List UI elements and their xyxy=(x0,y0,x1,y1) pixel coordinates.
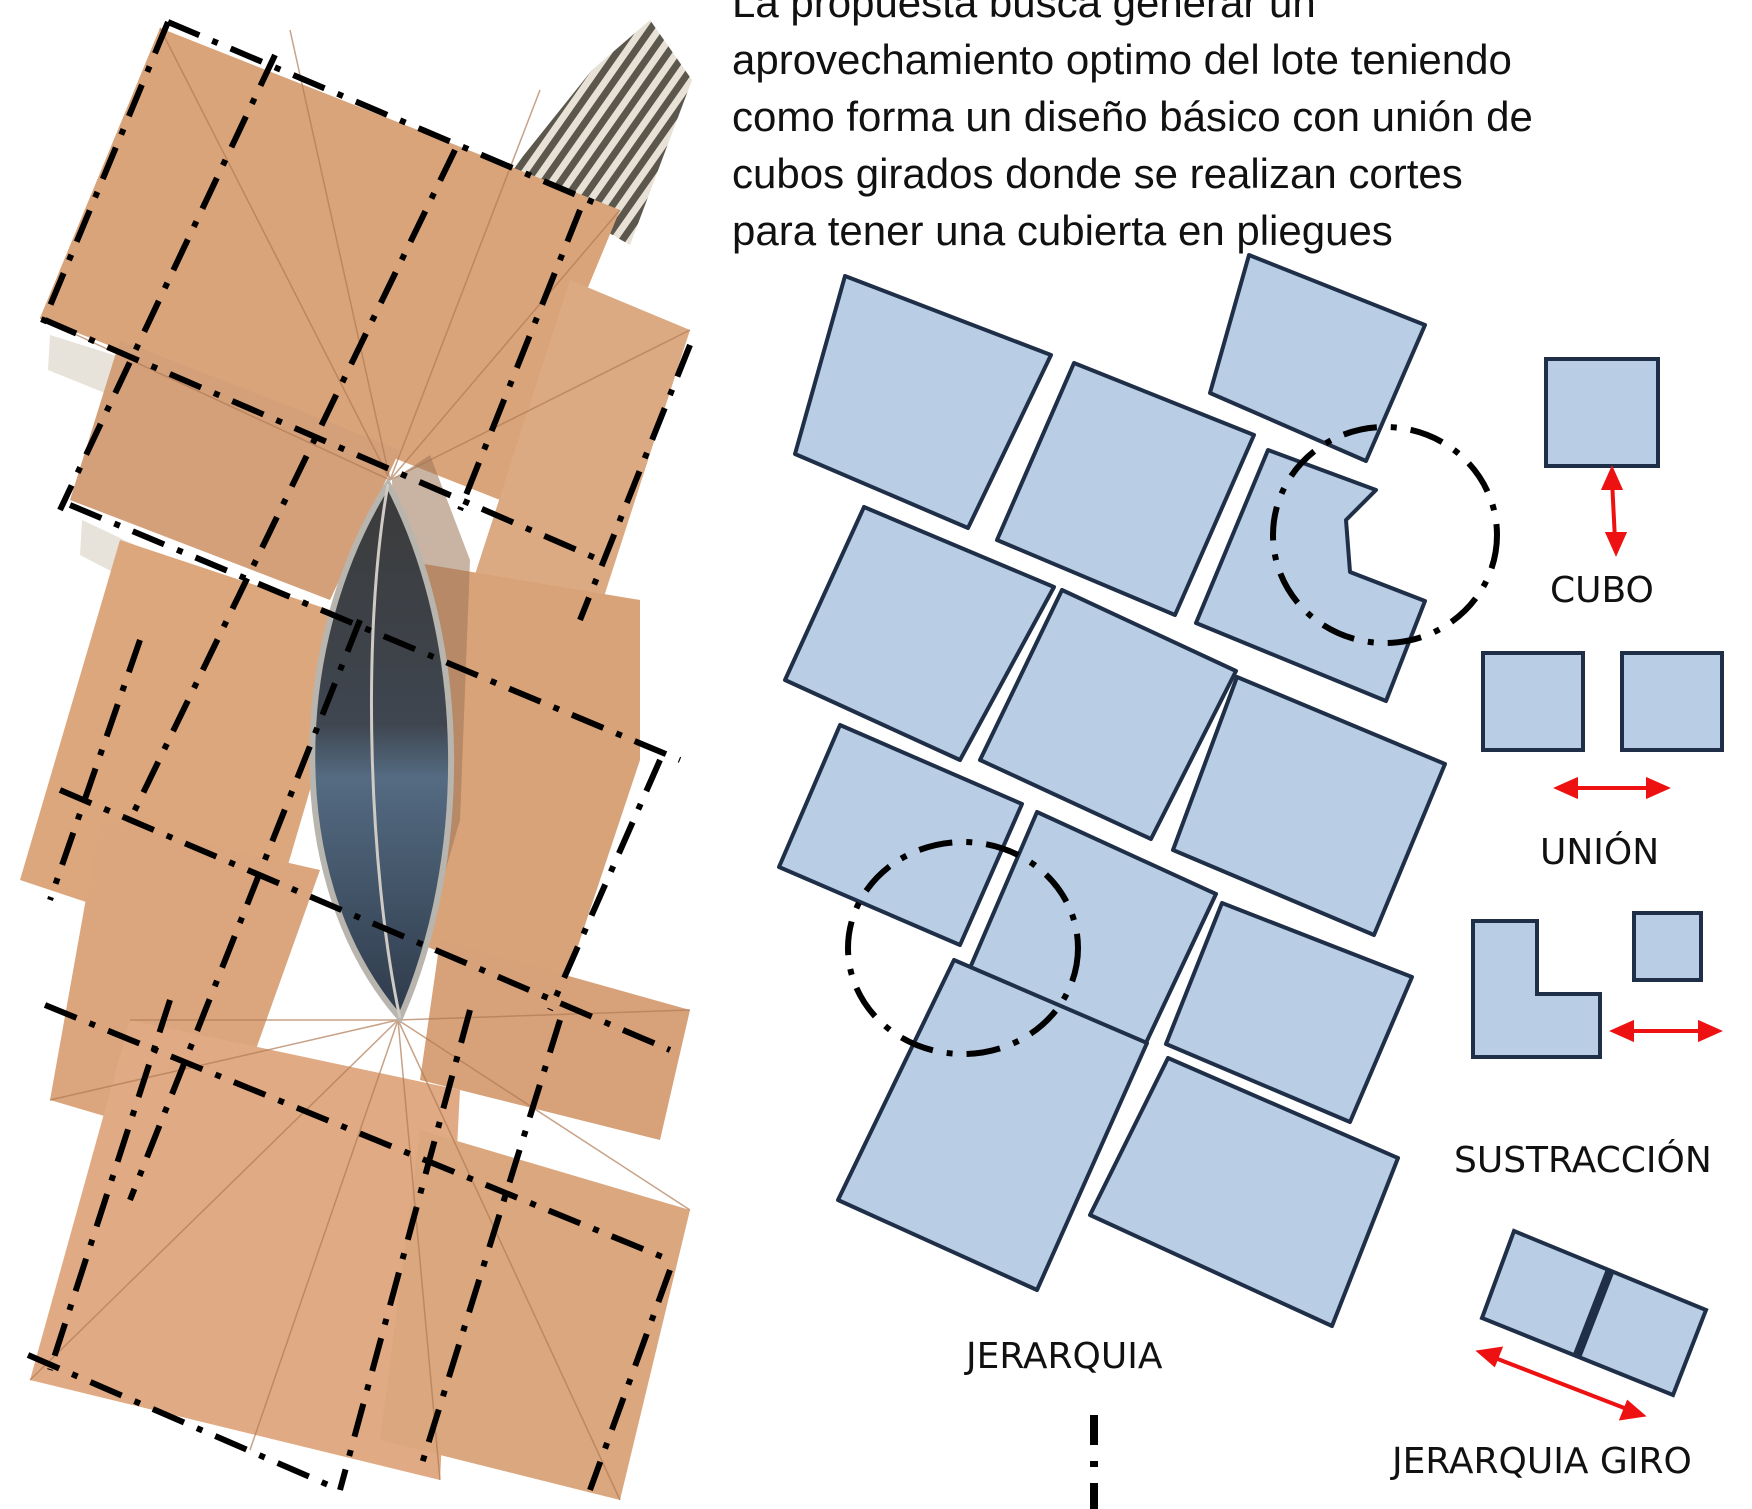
roof-block-left-upper xyxy=(70,340,400,600)
description-line: para tener una cubierta en pliegues xyxy=(732,207,1393,254)
subtraction-highlight-circle xyxy=(1270,424,1500,646)
union-arrow-head-right xyxy=(1646,776,1671,800)
label-cubo: CUBO xyxy=(1550,570,1654,611)
red-arrows xyxy=(1475,465,1723,1421)
roof-block-right-upper xyxy=(470,280,690,640)
rotation-arrow xyxy=(1489,1354,1633,1413)
legend xyxy=(1471,357,1724,1398)
label-sustraccion: SUSTRACCIÓN xyxy=(1454,1140,1712,1181)
description-line: La propuesta busca generar un xyxy=(732,0,1316,26)
skylight-edge xyxy=(369,483,402,1019)
rotation-arrow-head-left xyxy=(1475,1346,1504,1368)
label-union: UNIÓN xyxy=(1540,832,1660,873)
cube-composition xyxy=(777,253,1447,1328)
rotation-highlight-circle xyxy=(845,839,1081,1057)
legend-cube xyxy=(1544,357,1660,468)
description-line: como forma un diseño básico con unión de xyxy=(732,93,1533,140)
legend-subtraction-l-shape xyxy=(1471,919,1602,1059)
project-description: La propuesta busca generar un aprovecham… xyxy=(732,0,1692,259)
roof-block-bottom xyxy=(30,1020,460,1480)
label-jerarquia-giro: JERARQUIA GIRO xyxy=(1392,1441,1692,1482)
legend-subtraction-small-cube xyxy=(1632,911,1703,982)
cube xyxy=(1088,1056,1400,1328)
cube xyxy=(1208,253,1427,463)
cubo-arrow-head-bottom xyxy=(1604,532,1628,557)
cube-with-cutout xyxy=(1194,448,1427,703)
subtraction-arrow-head-right xyxy=(1698,1019,1723,1043)
cube xyxy=(978,588,1238,841)
cube xyxy=(995,361,1256,617)
legend-union-cube-right xyxy=(1620,651,1724,752)
legend-union-cube-left xyxy=(1481,651,1585,752)
cubo-arrow-head-top xyxy=(1600,465,1624,490)
subtraction-arrow-head-left xyxy=(1609,1019,1634,1043)
description-line: aprovechamiento optimo del lote teniendo xyxy=(732,36,1512,83)
cube xyxy=(793,274,1053,530)
cube xyxy=(1164,901,1414,1124)
union-arrow-head-left xyxy=(1553,776,1578,800)
rotation-arrow-head-right xyxy=(1618,1399,1647,1421)
description-line: cubos girados donde se realizan cortes xyxy=(732,150,1463,197)
cube xyxy=(783,505,1056,762)
roof-block-top xyxy=(40,28,620,500)
roof-plan-render xyxy=(20,19,693,1501)
label-jerarquia: JERARQUIA xyxy=(966,1336,1163,1377)
grid-axis-lines xyxy=(26,19,693,1493)
roof-fold-lines xyxy=(29,27,691,1501)
cube xyxy=(1171,675,1447,937)
legend-rotated-pair-divider xyxy=(1572,1269,1615,1358)
cube xyxy=(777,723,1024,947)
